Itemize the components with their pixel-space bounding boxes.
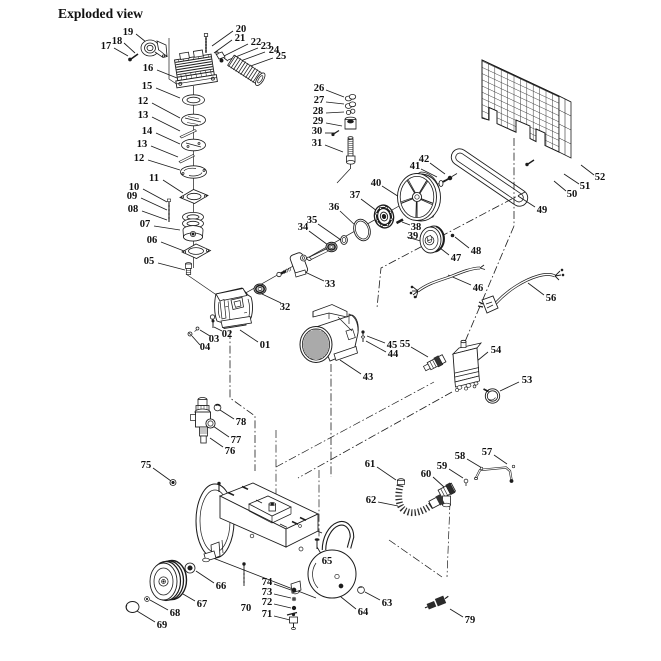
svg-text:67: 67	[197, 599, 208, 610]
svg-text:51: 51	[580, 181, 591, 192]
svg-text:30: 30	[312, 126, 323, 137]
svg-text:04: 04	[200, 342, 211, 353]
svg-text:47: 47	[451, 253, 462, 264]
svg-text:38: 38	[411, 222, 422, 233]
svg-text:01: 01	[260, 340, 271, 351]
svg-text:61: 61	[365, 459, 376, 470]
svg-text:39: 39	[408, 231, 419, 242]
svg-text:70: 70	[241, 603, 252, 614]
svg-text:78: 78	[236, 417, 247, 428]
svg-text:48: 48	[471, 246, 482, 257]
svg-text:26: 26	[314, 83, 325, 94]
svg-text:12: 12	[134, 153, 145, 164]
svg-text:72: 72	[262, 597, 273, 608]
svg-text:03: 03	[209, 334, 220, 345]
svg-text:08: 08	[128, 204, 139, 215]
svg-text:29: 29	[313, 116, 324, 127]
svg-text:55: 55	[400, 339, 411, 350]
svg-text:41: 41	[410, 161, 421, 172]
svg-text:52: 52	[595, 172, 606, 183]
svg-text:13: 13	[138, 110, 149, 121]
svg-text:21: 21	[235, 33, 246, 44]
svg-text:09: 09	[127, 191, 138, 202]
svg-text:19: 19	[123, 27, 134, 38]
svg-text:27: 27	[314, 95, 325, 106]
svg-text:75: 75	[141, 460, 152, 471]
svg-text:10: 10	[129, 182, 140, 193]
svg-text:22: 22	[251, 37, 262, 48]
svg-text:62: 62	[366, 495, 377, 506]
svg-text:06: 06	[147, 235, 158, 246]
svg-text:32: 32	[280, 302, 291, 313]
svg-text:64: 64	[358, 607, 369, 618]
svg-text:53: 53	[522, 375, 533, 386]
svg-text:76: 76	[225, 446, 236, 457]
svg-text:17: 17	[101, 41, 112, 52]
svg-text:66: 66	[216, 581, 227, 592]
svg-text:59: 59	[437, 461, 448, 472]
svg-text:63: 63	[382, 598, 393, 609]
svg-text:24: 24	[269, 45, 280, 56]
svg-text:14: 14	[142, 126, 153, 137]
svg-text:15: 15	[142, 81, 153, 92]
svg-text:16: 16	[143, 63, 154, 74]
svg-text:65: 65	[322, 556, 333, 567]
svg-text:25: 25	[276, 51, 287, 62]
svg-text:05: 05	[144, 256, 155, 267]
svg-text:43: 43	[363, 372, 374, 383]
svg-text:37: 37	[350, 190, 361, 201]
svg-text:49: 49	[537, 205, 548, 216]
svg-text:31: 31	[312, 138, 323, 149]
svg-text:57: 57	[482, 447, 493, 458]
svg-text:56: 56	[546, 293, 557, 304]
svg-text:71: 71	[262, 609, 273, 620]
svg-text:34: 34	[298, 222, 309, 233]
svg-text:12: 12	[138, 96, 149, 107]
svg-text:33: 33	[325, 279, 336, 290]
svg-text:20: 20	[236, 24, 247, 35]
svg-text:07: 07	[140, 219, 151, 230]
svg-text:68: 68	[170, 608, 181, 619]
svg-text:50: 50	[567, 189, 578, 200]
svg-text:60: 60	[421, 469, 432, 480]
svg-text:18: 18	[112, 36, 123, 47]
svg-text:74: 74	[262, 577, 273, 588]
svg-text:Exploded view: Exploded view	[58, 6, 143, 21]
svg-text:36: 36	[329, 202, 340, 213]
svg-text:42: 42	[419, 154, 430, 165]
svg-text:23: 23	[261, 41, 272, 52]
svg-text:13: 13	[137, 139, 148, 150]
svg-text:28: 28	[313, 106, 324, 117]
svg-text:35: 35	[307, 215, 318, 226]
svg-text:44: 44	[388, 349, 399, 360]
svg-text:79: 79	[465, 615, 476, 626]
svg-text:54: 54	[491, 345, 502, 356]
svg-text:40: 40	[371, 178, 382, 189]
svg-text:73: 73	[262, 587, 273, 598]
svg-text:11: 11	[149, 173, 159, 184]
svg-text:45: 45	[387, 340, 398, 351]
svg-text:46: 46	[473, 283, 484, 294]
svg-text:69: 69	[157, 620, 168, 631]
svg-text:02: 02	[222, 329, 233, 340]
svg-text:77: 77	[231, 435, 242, 446]
svg-text:58: 58	[455, 451, 466, 462]
